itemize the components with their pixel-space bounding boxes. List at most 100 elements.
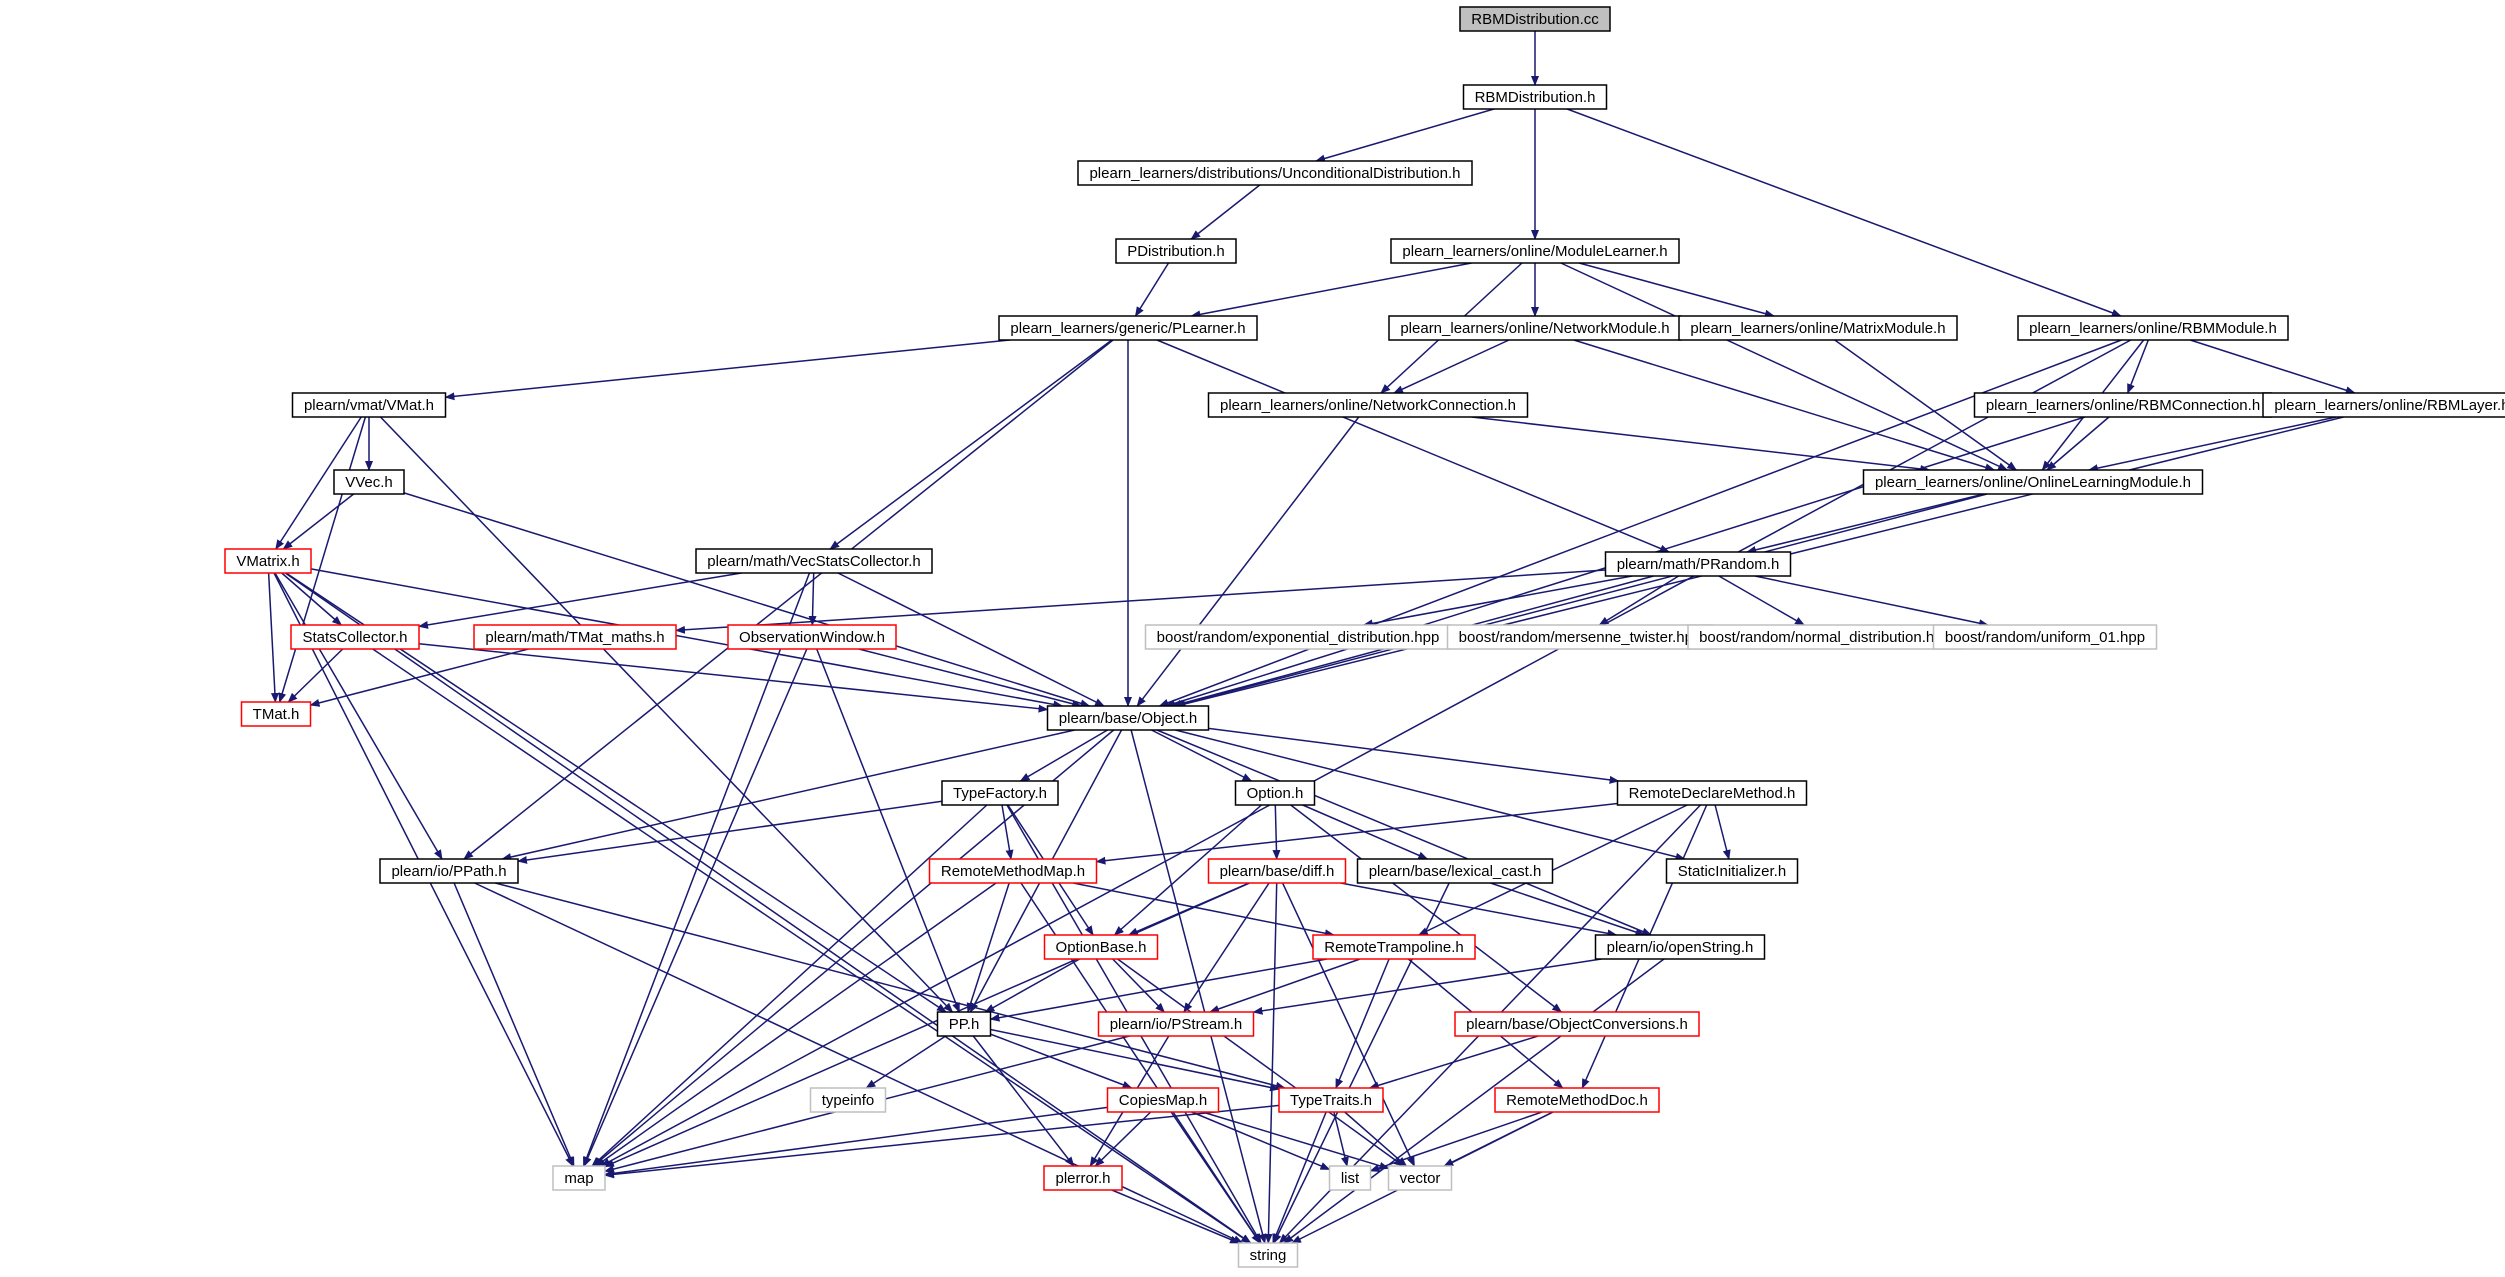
- node-box: [290, 624, 420, 650]
- node-label: RemoteMethodDoc.h: [1506, 1092, 1648, 1109]
- node-box: [379, 858, 519, 884]
- node-pdistribution-h[interactable]: PDistribution.h: [1115, 238, 1237, 264]
- node-box: [998, 315, 1258, 341]
- node-label: boost/random/normal_distribution.hpp: [1699, 629, 1951, 646]
- node-tmat-h[interactable]: TMat.h: [240, 701, 312, 727]
- edge-vmat-h-to-tmat-h: [278, 416, 367, 703]
- node-label: plearn/base/diff.h: [1220, 863, 1335, 880]
- node-rbmmodule-h[interactable]: plearn_learners/online/RBMModule.h: [2017, 315, 2289, 341]
- edge-remotetrampoline-h-to-typetraits-h: [1335, 958, 1390, 1089]
- node-box: [1278, 1087, 1384, 1113]
- edge-diff-h-to-string: [1264, 882, 1278, 1244]
- node-label: StatsCollector.h: [302, 629, 407, 646]
- node-map: map: [552, 1165, 606, 1191]
- node-label: plearn_learners/distributions/Unconditio…: [1089, 165, 1460, 182]
- edge-onlinelearningmodule-h-to-object-h: [1173, 493, 1988, 708]
- node-rbmlayer-h[interactable]: plearn_learners/online/RBMLayer.h: [2262, 392, 2505, 418]
- edge-vecstatscollector-h-to-map: [582, 572, 811, 1167]
- node-statscollector-h[interactable]: StatsCollector.h: [290, 624, 420, 650]
- node-vmatrix-h[interactable]: VMatrix.h: [224, 548, 312, 574]
- edge-onlinelearningmodule-h-to-prandom-h: [1746, 493, 1985, 554]
- edge-object-h-to-staticinitializer-h: [1175, 729, 1686, 861]
- edge-prandom-h-to-mersenne-twister-hpp: [1598, 575, 1679, 626]
- node-object-h[interactable]: plearn/base/Object.h: [1046, 705, 1210, 731]
- edge-copiesmap-h-to-vector: [1202, 1111, 1390, 1170]
- node-openstring-h[interactable]: plearn/io/openString.h: [1594, 934, 1766, 960]
- node-box: [1312, 934, 1476, 960]
- node-label: string: [1250, 1247, 1287, 1264]
- edge-typetraits-h-to-string: [1272, 1111, 1327, 1244]
- node-vmat-h[interactable]: plearn/vmat/VMat.h: [291, 392, 447, 418]
- node-unconditionaldistribution-h[interactable]: plearn_learners/distributions/Unconditio…: [1077, 160, 1473, 186]
- node-copiesmap-h[interactable]: CopiesMap.h: [1106, 1087, 1220, 1113]
- node-label: plearn/io/PStream.h: [1110, 1016, 1243, 1033]
- node-rbmdistribution-cc[interactable]: RBMDistribution.cc: [1459, 6, 1611, 32]
- node-lexical-cast-h[interactable]: plearn/base/lexical_cast.h: [1356, 858, 1554, 884]
- node-typefactory-h[interactable]: TypeFactory.h: [941, 780, 1059, 806]
- node-staticinitializer-h[interactable]: StaticInitializer.h: [1665, 858, 1799, 884]
- edge-vmatrix-h-to-string: [284, 572, 1252, 1244]
- node-plearner-h[interactable]: plearn_learners/generic/PLearner.h: [998, 315, 1258, 341]
- node-box: [224, 548, 312, 574]
- edge-lexical-cast-h-to-openstring-h: [1490, 882, 1646, 936]
- edge-modulelearner-h-to-matrixmodule-h: [1578, 262, 1775, 318]
- node-box: [1043, 1165, 1123, 1191]
- node-label: plearn/base/ObjectConversions.h: [1466, 1016, 1688, 1033]
- edge-prandom-h-to-uniform-01-hpp: [1754, 575, 1989, 628]
- edge-prandom-h-to-exponential-distribution-hpp: [1362, 575, 1633, 628]
- node-onlinelearningmodule-h[interactable]: plearn_learners/online/OnlineLearningMod…: [1862, 469, 2204, 495]
- node-box: [1077, 160, 1473, 186]
- node-box: [1973, 392, 2273, 418]
- edge-modulelearner-h-to-plearner-h: [1190, 262, 1472, 319]
- node-remotemethoddoc-h[interactable]: RemoteMethodDoc.h: [1494, 1087, 1660, 1113]
- edge-vmatrix-h-to-tmat-h: [267, 572, 279, 703]
- node-box: [552, 1165, 606, 1191]
- node-vecstatscollector-h[interactable]: plearn/math/VecStatsCollector.h: [695, 548, 933, 574]
- edge-remotemethodmap-h-to-remotetrampoline-h: [1073, 882, 1335, 938]
- edge-typefactory-h-to-map: [591, 804, 988, 1167]
- node-remotetrampoline-h[interactable]: RemoteTrampoline.h: [1312, 934, 1476, 960]
- node-plerror-h[interactable]: plerror.h: [1043, 1165, 1123, 1191]
- node-modulelearner-h[interactable]: plearn_learners/online/ModuleLearner.h: [1390, 238, 1680, 264]
- node-label: plearn_learners/online/RBMConnection.h: [1986, 397, 2260, 414]
- node-box: [1665, 858, 1799, 884]
- node-label: VVec.h: [345, 474, 393, 491]
- node-label: plearn_learners/online/RBMLayer.h: [2274, 397, 2505, 414]
- node-vvec-h[interactable]: VVec.h: [333, 469, 405, 495]
- node-typeinfo: typeinfo: [809, 1087, 887, 1113]
- node-prandom-h[interactable]: plearn/math/PRandom.h: [1604, 551, 1792, 577]
- node-box: [1678, 315, 1958, 341]
- node-objectconversions-h[interactable]: plearn/base/ObjectConversions.h: [1454, 1011, 1700, 1037]
- edge-prandom-h-to-tmat-maths-h: [675, 569, 1606, 634]
- node-tmat-maths-h[interactable]: plearn/math/TMat_maths.h: [473, 624, 677, 650]
- edge-pdistribution-h-to-plearner-h: [1134, 262, 1170, 317]
- edge-copiesmap-h-to-plerror-h: [1094, 1111, 1152, 1167]
- node-diff-h[interactable]: plearn/base/diff.h: [1207, 858, 1347, 884]
- node-rbmconnection-h[interactable]: plearn_learners/online/RBMConnection.h: [1973, 392, 2273, 418]
- node-networkmodule-h[interactable]: plearn_learners/online/NetworkModule.h: [1388, 315, 1682, 341]
- edge-vmatrix-h-to-statscollector-h: [281, 572, 343, 626]
- node-box: [1594, 934, 1766, 960]
- edge-observationwindow-h-to-object-h: [858, 648, 1083, 708]
- node-ppath-h[interactable]: plearn/io/PPath.h: [379, 858, 519, 884]
- node-label: plearn/math/TMat_maths.h: [485, 629, 664, 646]
- node-pp-h[interactable]: PP.h: [936, 1011, 992, 1037]
- node-remotedeclaremethod-h[interactable]: RemoteDeclareMethod.h: [1616, 780, 1808, 806]
- node-matrixmodule-h[interactable]: plearn_learners/online/MatrixModule.h: [1678, 315, 1958, 341]
- edge-rbmdistribution-h-to-rbmmodule-h: [1566, 108, 2122, 317]
- edge-vmat-h-to-pp-h: [379, 416, 954, 1013]
- edge-object-h-to-remotedeclaremethod-h: [1208, 727, 1620, 784]
- node-rbmdistribution-h[interactable]: RBMDistribution.h: [1462, 84, 1608, 110]
- node-observationwindow-h[interactable]: ObservationWindow.h: [727, 624, 897, 650]
- edge-rbmdistribution-h-to-unconditionaldistribution-h: [1315, 108, 1495, 163]
- node-networkconnection-h[interactable]: plearn_learners/online/NetworkConnection…: [1207, 392, 1529, 418]
- node-option-h[interactable]: Option.h: [1234, 780, 1316, 806]
- node-typetraits-h[interactable]: TypeTraits.h: [1278, 1087, 1384, 1113]
- edge-ppath-h-to-map: [453, 882, 575, 1167]
- node-remotemethodmap-h[interactable]: RemoteMethodMap.h: [928, 858, 1098, 884]
- node-box: [2017, 315, 2289, 341]
- node-pstream-h[interactable]: plearn/io/PStream.h: [1097, 1011, 1255, 1037]
- node-optionbase-h[interactable]: OptionBase.h: [1043, 934, 1159, 960]
- node-label: plearn/math/PRandom.h: [1617, 556, 1780, 573]
